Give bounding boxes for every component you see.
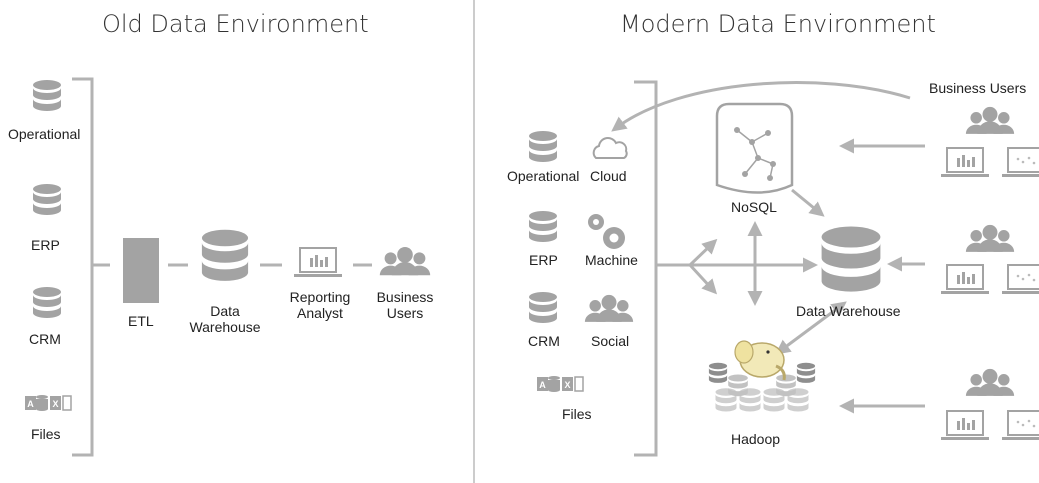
- business-user-laptop-1-icon: [940, 147, 990, 178]
- reporting-analyst-label: Reporting Analyst: [289, 289, 351, 321]
- old-sources-bracket: [72, 77, 110, 457]
- business-user-map-laptop-1-icon: [1001, 147, 1039, 178]
- business-users-heading: Business Users: [929, 80, 1027, 96]
- hadoop-elephant-icon: [734, 340, 786, 381]
- machine-gears-icon: [588, 214, 625, 249]
- modern-crm-db-icon: [529, 292, 557, 323]
- hadoop-cluster-icon: [708, 340, 816, 412]
- old-data-warehouse-icon: [201, 229, 249, 281]
- social-label: Social: [591, 333, 630, 349]
- old-crm-label: CRM: [29, 331, 61, 347]
- operational-db-icon: [33, 80, 61, 111]
- old-environment-title: Old Data Environment: [102, 10, 369, 38]
- social-people-icon: [584, 294, 634, 322]
- modern-erp-label: ERP: [529, 252, 558, 268]
- business-user-laptop-2-icon: [940, 264, 990, 295]
- modern-files-icon: [536, 375, 584, 393]
- machine-label: Machine: [585, 252, 638, 268]
- business-user-laptop-3-icon: [940, 410, 990, 441]
- modern-files-label: Files: [562, 406, 592, 422]
- old-data-warehouse-label: Data Warehouse: [189, 303, 261, 335]
- business-user-map-laptop-3-icon: [1001, 410, 1039, 441]
- cloud-icon: [592, 137, 628, 159]
- old-erp-label: ERP: [31, 237, 60, 253]
- business-users-group-3-icon: [965, 368, 1015, 396]
- nosql-icon: [715, 102, 794, 194]
- old-operational-label: Operational: [8, 126, 81, 142]
- nosql-label: NoSQL: [731, 199, 777, 215]
- modern-operational-label: Operational: [507, 168, 580, 184]
- modern-operational-db-icon: [529, 131, 557, 162]
- business-users-group-2-icon: [965, 224, 1015, 252]
- hadoop-label: Hadoop: [731, 431, 781, 447]
- source-fan-arrows: [611, 81, 925, 414]
- old-files-label: Files: [31, 426, 61, 442]
- erp-db-icon: [33, 184, 61, 215]
- crm-db-icon: [33, 287, 61, 318]
- cloud-label: Cloud: [590, 168, 627, 184]
- files-icon: [24, 394, 72, 412]
- modern-data-warehouse-label: Data Warehouse: [796, 303, 901, 319]
- modern-sources-bracket: [634, 80, 658, 457]
- reporting-analyst-laptop-icon: [293, 247, 343, 278]
- modern-erp-db-icon: [529, 211, 557, 242]
- modern-environment-title: Modern Data Environment: [620, 10, 936, 38]
- modern-data-warehouse-icon: [821, 226, 881, 292]
- business-user-map-laptop-2-icon: [1001, 264, 1039, 295]
- old-business-users-label: Business Users: [376, 289, 434, 321]
- old-business-users-icon: [379, 247, 431, 276]
- business-users-group-1-icon: [965, 106, 1015, 134]
- etl-label: ETL: [128, 313, 154, 329]
- modern-crm-label: CRM: [528, 333, 560, 349]
- etl-block: [123, 238, 159, 303]
